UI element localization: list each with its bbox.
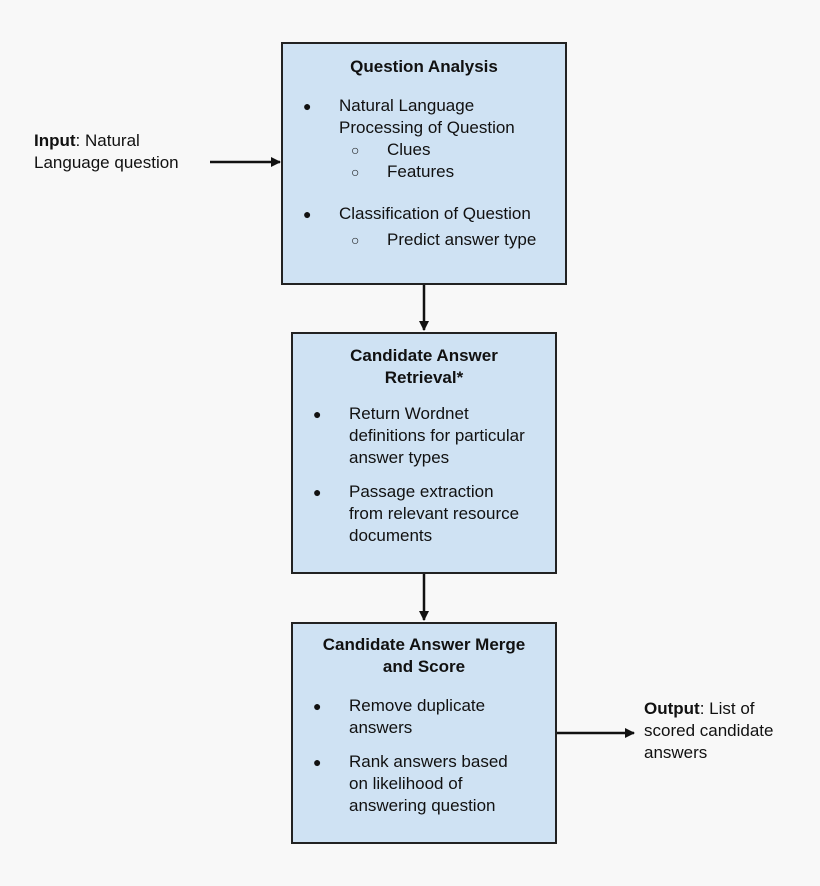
output-label-line3: answers	[644, 743, 708, 762]
question-analysis-box: Question Analysis ● Natural Language Pro…	[281, 42, 567, 285]
list-item: ● Remove duplicate answers	[293, 695, 555, 739]
bullet-text: answer types	[349, 448, 450, 467]
input-label-line2: Language question	[34, 153, 179, 172]
circle-bullet-icon: ○	[351, 164, 360, 180]
merge-score-list: ● Remove duplicate answers ● Rank answer…	[293, 695, 555, 817]
bullet-text: Natural Language	[339, 96, 475, 115]
bullet-icon: ●	[303, 206, 312, 222]
sub-list-item: ○ Predict answer type	[339, 229, 565, 251]
sub-bullet-text: Predict answer type	[387, 230, 537, 249]
merge-score-title: Candidate Answer Merge and Score	[293, 634, 555, 678]
sub-list: ○ Clues ○ Features	[339, 139, 565, 183]
bullet-text: Return Wordnet	[349, 404, 469, 423]
title-line: Candidate Answer	[350, 346, 498, 365]
bullet-icon: ●	[303, 98, 312, 114]
bullet-text: documents	[349, 526, 433, 545]
sub-bullet-text: Clues	[387, 140, 431, 159]
bullet-text: Passage extraction	[349, 482, 494, 501]
input-label-bold: Input	[34, 131, 76, 150]
list-item: ● Return Wordnet definitions for particu…	[293, 403, 555, 469]
list-item: ● Rank answers based on likelihood of an…	[293, 751, 555, 817]
bullet-icon: ●	[313, 754, 322, 770]
question-analysis-title: Question Analysis	[350, 57, 498, 76]
list-item: ● Natural Language Processing of Questio…	[283, 95, 565, 183]
input-label: Input: Natural Language question	[34, 130, 179, 174]
bullet-text: definitions for particular	[349, 426, 525, 445]
title-line: and Score	[382, 657, 466, 676]
output-label-bold: Output	[644, 699, 700, 718]
bullet-icon: ●	[313, 698, 322, 714]
list-item: ● Passage extraction from relevant resou…	[293, 481, 555, 547]
bullet-text: Remove duplicate	[349, 696, 486, 715]
bullet-text: answering question	[349, 796, 496, 815]
sub-list: ○ Predict answer type	[339, 229, 565, 251]
candidate-retrieval-list: ● Return Wordnet definitions for particu…	[293, 403, 555, 547]
input-label-line1: : Natural	[75, 131, 140, 150]
bullet-text: from relevant resource	[349, 504, 520, 523]
output-label: Output: List of scored candidate answers	[644, 698, 773, 764]
bullet-text: on likelihood of	[349, 774, 463, 793]
circle-bullet-icon: ○	[351, 232, 360, 248]
sub-list-item: ○ Clues	[339, 139, 565, 161]
merge-score-box: Candidate Answer Merge and Score ● Remov…	[291, 622, 557, 844]
bullet-text: answers	[349, 718, 413, 737]
output-label-line2: scored candidate	[644, 721, 774, 740]
bullet-text: Processing of Question	[339, 118, 515, 137]
title-line: Candidate Answer Merge	[322, 635, 526, 654]
question-analysis-list: ● Natural Language Processing of Questio…	[283, 95, 565, 251]
list-item: ● Classification of Question ○ Predict an…	[283, 203, 565, 251]
sub-list-item: ○ Features	[339, 161, 565, 183]
output-label-line1: : List of	[699, 699, 755, 718]
circle-bullet-icon: ○	[351, 142, 360, 158]
candidate-retrieval-title: Candidate Answer Retrieval*	[293, 345, 555, 389]
title-line: Retrieval*	[384, 368, 464, 387]
bullet-text: Rank answers based	[349, 752, 508, 771]
bullet-text: Classification of Question	[339, 204, 531, 223]
bullet-icon: ●	[313, 406, 322, 422]
candidate-retrieval-box: Candidate Answer Retrieval* ● Return Wor…	[291, 332, 557, 574]
bullet-icon: ●	[313, 484, 322, 500]
sub-bullet-text: Features	[387, 162, 455, 181]
